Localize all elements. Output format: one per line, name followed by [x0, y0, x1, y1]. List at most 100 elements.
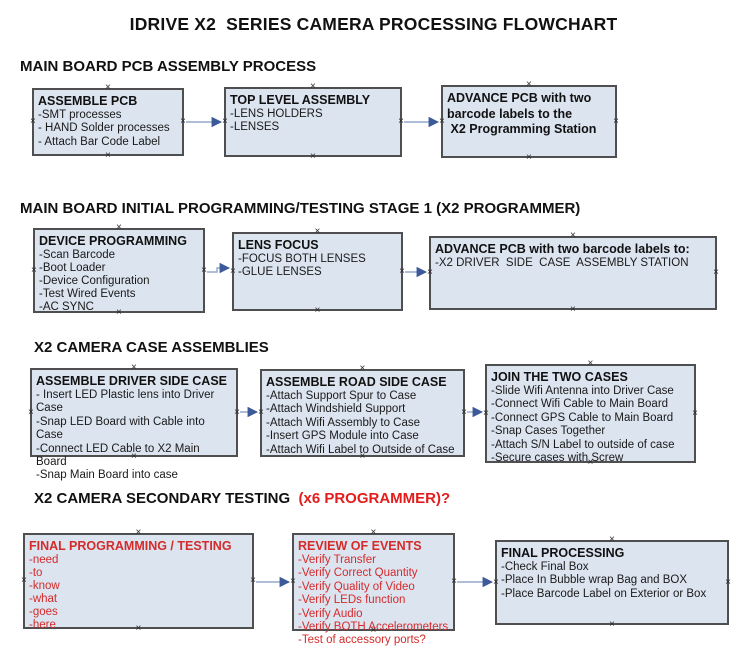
box-item: -X2 DRIVER SIDE CASE ASSEMBLY STATION [435, 257, 689, 269]
box-item: -GLUE LENSES [238, 266, 322, 279]
box-final-processing: FINAL PROCESSING -Check Final Box-Place … [495, 540, 729, 625]
box-advance-pcb-case-station: ADVANCE PCB with two barcode labels to: … [429, 236, 717, 310]
box-item: -AC SYNC [39, 301, 94, 313]
box-item: -know [29, 580, 60, 592]
box-item: -Slide Wifi Antenna into Driver Case [491, 385, 674, 397]
connection-point-icon [360, 364, 366, 374]
box-item: - Attach Bar Code Label [38, 135, 161, 148]
connection-point-icon [234, 408, 240, 418]
box-top-level-assembly: TOP LEVEL ASSEMBLY -LENS HOLDERS-LENSES [224, 87, 402, 157]
connection-point-icon [116, 223, 122, 233]
box-item: -Check Final Box [501, 561, 589, 573]
connection-point-icon [136, 624, 142, 634]
box-item-list: X2 Programming Station [447, 122, 611, 137]
box-item: -here [29, 619, 56, 631]
box-final-programming-testing: FINAL PROGRAMMING / TESTING -need-to-kno… [21, 533, 254, 631]
box-item: - HAND Solder processes [38, 122, 170, 135]
connection-point-icon [461, 408, 467, 418]
box-item: -Connect Wifi Cable to Main Board [491, 398, 669, 411]
box-item: -Connect LED Cable to X2 Main Board [36, 442, 203, 469]
connection-point-icon [258, 408, 264, 418]
box-item: -Test of accessory ports? [298, 634, 426, 647]
box-item: -Verify Audio [298, 607, 363, 620]
connection-point-icon [180, 117, 186, 127]
box-item-list: - Insert LED Plastic lens into Driver Ca… [36, 389, 232, 483]
connection-point-icon [526, 80, 532, 90]
connection-point-icon [21, 576, 27, 586]
box-assemble-driver-side-case: ASSEMBLE DRIVER SIDE CASE - Insert LED P… [30, 368, 240, 481]
connection-point-icon [613, 117, 619, 127]
box-item-list: -Slide Wifi Antenna into Driver Case-Con… [491, 385, 690, 465]
box-item: X2 Programming Station [447, 122, 597, 136]
box-item: -FOCUS BOTH LENSES [238, 253, 366, 265]
connection-point-icon [398, 117, 404, 127]
connection-point-icon [371, 626, 377, 636]
connection-point-icon [31, 266, 37, 276]
box-item: -Secure cases with Screw [491, 452, 624, 465]
connection-point-icon [588, 359, 594, 369]
box-title: LENS FOCUS [238, 238, 319, 252]
box-item: -Place In Bubble wrap Bag and BOX [501, 574, 688, 587]
box-item: -Insert GPS Module into Case [266, 430, 419, 443]
section-heading-text: X2 CAMERA SECONDARY TESTING [34, 490, 295, 507]
box-item: -goes [29, 606, 58, 618]
box-item: -Attach Wifi Label to Outside of Case [266, 443, 455, 456]
flow-arrow [207, 262, 231, 274]
box-item: -Snap Cases Together [491, 425, 606, 438]
box-item-list: -Verify Transfer-Verify Correct Quantity… [298, 554, 449, 648]
box-item: -Attach S/N Label to outside of case [491, 438, 675, 451]
box-item: -Attach Windshield Support [266, 403, 406, 416]
connection-point-icon [201, 266, 207, 276]
box-item-list: -Check Final Box-Place In Bubble wrap Ba… [501, 561, 723, 601]
box-title: TOP LEVEL ASSEMBLY [230, 93, 371, 107]
connection-point-icon [310, 152, 316, 162]
box-title: DEVICE PROGRAMMING [39, 234, 187, 248]
box-title: ADVANCE PCB with two barcode labels to: [435, 242, 690, 256]
box-title: ASSEMBLE PCB [38, 94, 138, 108]
box-item: -to [29, 567, 43, 579]
box-item: -Snap LED Board with Cable into Case [36, 415, 208, 442]
section-heading-case-assemblies: X2 CAMERA CASE ASSEMBLIES [34, 339, 269, 356]
connection-point-icon [315, 306, 321, 316]
box-title: JOIN THE TWO CASES [491, 370, 628, 384]
connection-point-icon [30, 117, 36, 127]
connection-point-icon [609, 620, 615, 630]
connection-point-icon [483, 409, 489, 419]
box-title: REVIEW OF EVENTS [298, 539, 422, 553]
connection-point-icon [609, 535, 615, 545]
box-review-of-events: REVIEW OF EVENTS -Verify Transfer-Verify… [290, 533, 457, 646]
connection-point-icon [136, 528, 142, 538]
connection-point-icon [451, 577, 457, 587]
box-item: -Place Barcode Label on Exterior or Box [501, 587, 707, 600]
box-join-the-two-cases: JOIN THE TWO CASES -Slide Wifi Antenna i… [483, 364, 696, 465]
box-item: -what [29, 593, 58, 605]
section-heading-red-text: (x6 PROGRAMMER)? [294, 490, 451, 507]
box-assemble-pcb: ASSEMBLE PCB -SMT processes- HAND Solder… [32, 88, 184, 156]
box-item-list: -Scan Barcode-Boot Loader-Device Configu… [39, 249, 199, 314]
box-item: -Device Configuration [39, 275, 150, 287]
connection-point-icon [588, 458, 594, 468]
box-item: -need [29, 554, 59, 566]
connection-point-icon [570, 231, 576, 241]
connection-point-icon [439, 117, 445, 127]
box-title: FINAL PROGRAMMING / TESTING [29, 539, 232, 553]
connection-point-icon [131, 452, 137, 462]
box-item: -Verify LEDs function [298, 594, 406, 607]
box-item-list: -Attach Support Spur to Case-Attach Wind… [266, 390, 459, 457]
connection-point-icon [131, 363, 137, 373]
box-item: -Attach Support Spur to Case [266, 390, 417, 402]
box-advance-pcb-programming-station: ADVANCE PCB with two barcode labels to t… [441, 85, 617, 158]
connection-point-icon [570, 305, 576, 315]
connection-point-icon [116, 308, 122, 318]
box-item: - Insert LED Plastic lens into Driver Ca… [36, 389, 218, 415]
section-heading-text: X2 CAMERA CASE ASSEMBLIES [34, 339, 269, 356]
connection-point-icon [725, 578, 731, 588]
box-item: -Connect GPS Cable to Main Board [491, 411, 674, 424]
box-item: -Test Wired Events [39, 288, 136, 300]
connection-point-icon [290, 577, 296, 587]
connection-point-icon [230, 267, 236, 277]
box-item: -LENS HOLDERS [230, 108, 323, 120]
box-item: -Verify BOTH Accelerometers [298, 621, 449, 634]
page-title: IDRIVE X2 SERIES CAMERA PROCESSING FLOWC… [129, 14, 618, 34]
